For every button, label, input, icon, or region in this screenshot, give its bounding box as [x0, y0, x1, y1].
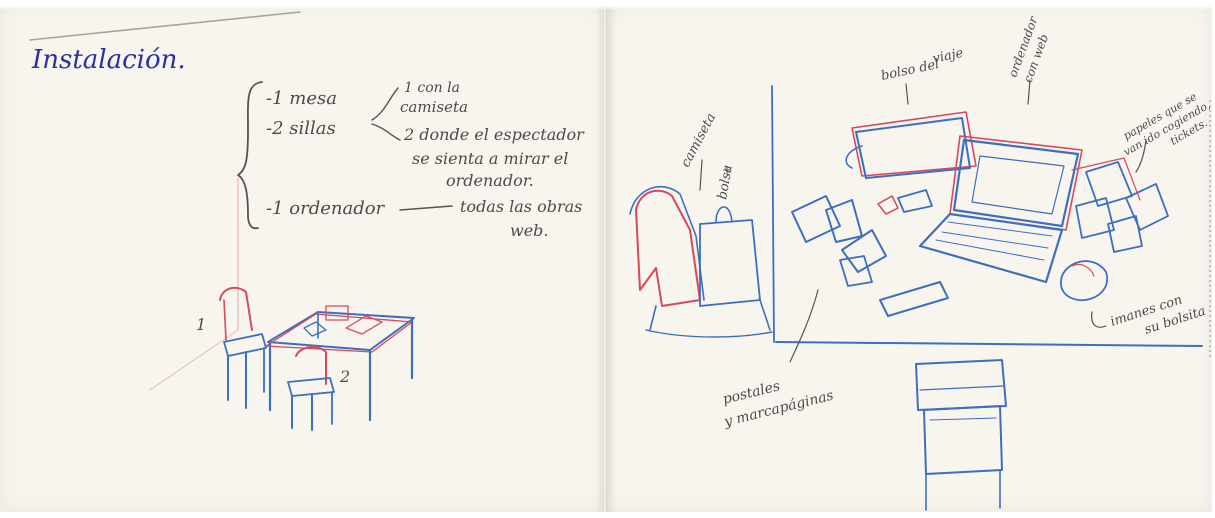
bolso-label: bolso del viaje — [878, 46, 966, 84]
mesa-note-line1: 1 con la — [404, 80, 460, 96]
ordenador-note-line2: web. — [510, 221, 549, 240]
camiseta-arrow — [700, 160, 702, 190]
sillas-note-line1: 2 donde el espectador — [403, 125, 585, 144]
svg-text:camiseta: camiseta — [678, 111, 719, 170]
sillas-note-line2: se sienta a mirar el — [412, 149, 568, 168]
material-mesa: -1 mesa — [266, 88, 337, 109]
bolso-arrow — [906, 84, 908, 104]
svg-text:viaje: viaje — [931, 46, 965, 67]
camiseta-label: camiseta — [678, 111, 719, 170]
material-sillas: -2 sillas — [266, 118, 336, 139]
table-front-edge — [776, 342, 1202, 346]
mesa-brace — [372, 88, 398, 120]
magnets-pouch-sketch — [1061, 261, 1107, 300]
chair-top-view-sketch — [916, 360, 1006, 510]
sillas-note-line3: ordenador. — [446, 171, 534, 190]
bolsa-label: bolsa — [715, 164, 736, 201]
ordenador-dash — [400, 206, 452, 210]
top-pencil-line — [30, 12, 300, 40]
svg-text:bolsa: bolsa — [715, 164, 736, 201]
ordenador-label: ordenador con web — [1006, 14, 1056, 85]
ordenador-note-line1: todas las obras — [460, 197, 582, 216]
laptop-sketch — [920, 136, 1082, 282]
material-ordenador: -1 ordenador — [266, 198, 386, 219]
papers-sketch — [1072, 158, 1168, 252]
tshirt-and-bag-sketch — [630, 187, 772, 337]
wall-corner-line — [772, 86, 774, 342]
imanes-arrow — [1092, 312, 1106, 327]
svg-text:bolso del: bolso del — [880, 57, 941, 84]
postales-label: postales y marcapáginas — [716, 366, 835, 430]
list-brace — [238, 82, 262, 228]
postales-arrow — [790, 290, 818, 362]
mesa-note-line2: camiseta — [400, 98, 468, 116]
chair-2-label: 2 — [339, 367, 350, 386]
room-floor-line — [150, 330, 238, 390]
sillas-brace — [372, 124, 400, 140]
table-and-chairs-sketch — [220, 288, 414, 430]
papeles-label: papeles que se van ido cogiendo, tickets… — [1114, 86, 1215, 171]
chair-1-label: 1 — [196, 315, 206, 334]
imanes-label: imanes con su bolsita — [1109, 287, 1208, 347]
installation-title: Instalación. — [31, 45, 186, 75]
